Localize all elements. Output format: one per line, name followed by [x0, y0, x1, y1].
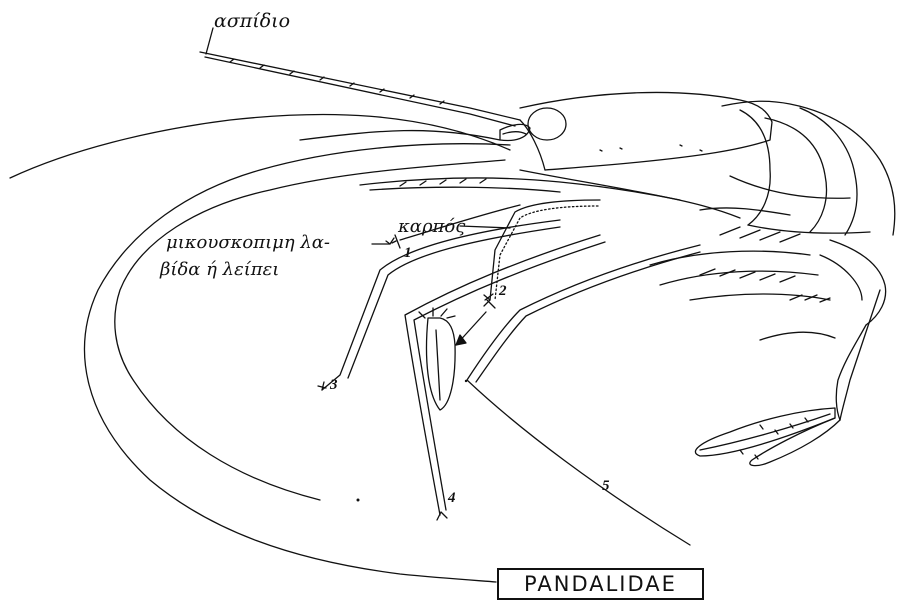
chela-inset [419, 308, 455, 410]
rostrum [200, 28, 520, 126]
leg-3 [318, 220, 560, 390]
mouthparts [360, 170, 740, 218]
leg-number-4: 4 [448, 490, 456, 507]
karpos-label: καρπός [398, 216, 465, 237]
antennae [10, 114, 510, 582]
pleopods [650, 208, 835, 459]
aspidio-label: ασπίδιο [214, 10, 290, 32]
leg-number-1: 1 [404, 245, 412, 262]
micro-label-line2: βίδα ή λείπει [160, 259, 279, 280]
abdomen [722, 101, 895, 420]
tail-fan [695, 408, 840, 466]
arrow [456, 312, 486, 345]
micro-label-line1: μικουσκοπιμη λα- [166, 232, 330, 253]
leg-number-2: 2 [499, 283, 507, 300]
leg-number-3: 3 [330, 377, 338, 394]
leg-4 [405, 235, 605, 520]
leg-number-5: 5 [602, 478, 610, 495]
family-title: PANDALIDAE [497, 568, 704, 600]
